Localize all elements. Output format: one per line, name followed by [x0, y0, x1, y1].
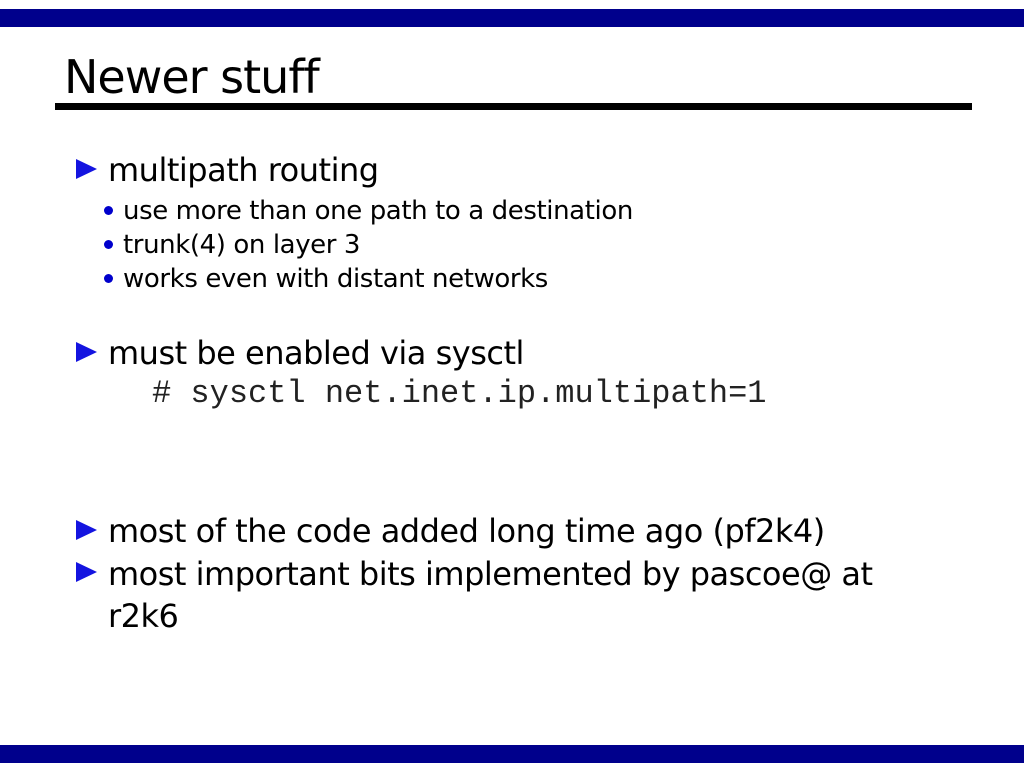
sub-bullet-item: works even with distant networks — [104, 262, 548, 296]
bullet-label: must be enabled via sysctl — [108, 334, 524, 372]
bullet-item-sysctl: must be enabled via sysctl — [76, 333, 524, 373]
triangle-bullet-icon — [76, 159, 97, 179]
title-underline — [55, 103, 972, 110]
triangle-bullet-icon — [76, 562, 97, 582]
sub-bullet-label: works even with distant networks — [123, 264, 548, 294]
dot-bullet-icon — [104, 240, 113, 249]
bullet-label: most of the code added long time ago (pf… — [108, 512, 825, 550]
top-edge-bar — [0, 9, 1024, 27]
bullet-label: multipath routing — [108, 151, 379, 189]
triangle-bullet-icon — [76, 342, 97, 362]
sub-bullet-item: use more than one path to a destination — [104, 194, 633, 228]
bullet-item-credits: most important bits implemented by pasco… — [76, 553, 938, 637]
sub-bullet-label: use more than one path to a destination — [123, 196, 633, 226]
bullet-item-multipath: multipath routing — [76, 150, 379, 190]
bullet-item-code-history: most of the code added long time ago (pf… — [76, 511, 825, 551]
triangle-bullet-icon — [76, 520, 97, 540]
sub-bullet-item: trunk(4) on layer 3 — [104, 228, 360, 262]
sub-bullet-label: trunk(4) on layer 3 — [123, 230, 361, 260]
page-title: Newer stuff — [64, 50, 320, 104]
bullet-label: most important bits implemented by pasco… — [108, 555, 873, 635]
sysctl-command-text: # sysctl net.inet.ip.multipath=1 — [152, 375, 767, 412]
bottom-edge-bar — [0, 745, 1024, 763]
dot-bullet-icon — [104, 274, 113, 283]
dot-bullet-icon — [104, 206, 113, 215]
